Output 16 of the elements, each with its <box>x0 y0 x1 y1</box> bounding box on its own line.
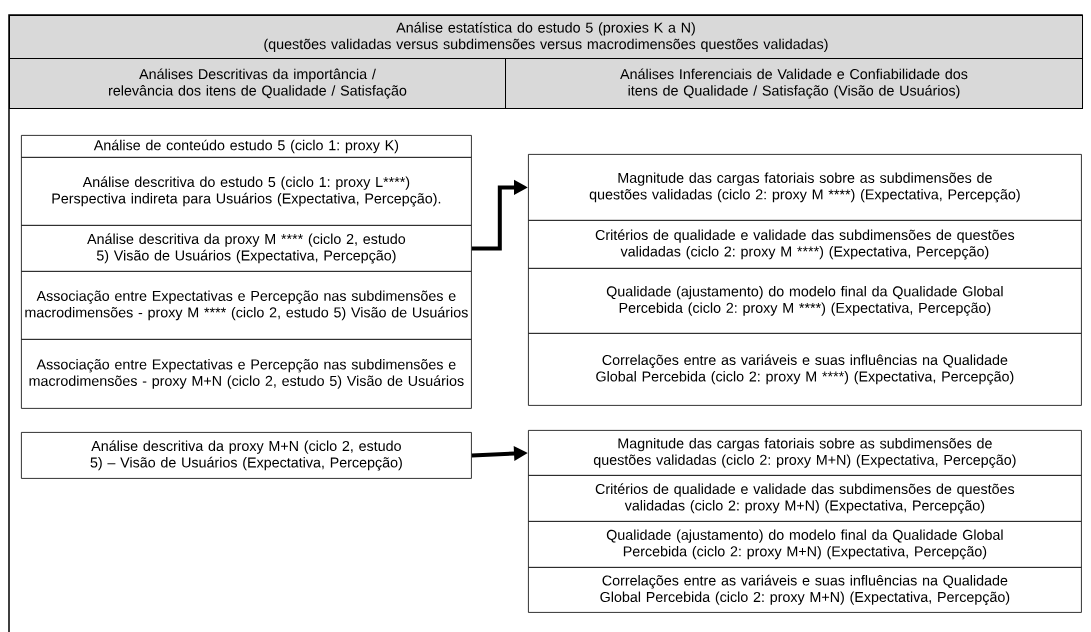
analysis-box: Magnitude das cargas fatoriais sobre as subdimensões de questões validadas (ciclo 2: proxy M ****) (Expectativa, Percepção) <box>528 154 1082 221</box>
column-header: Análises Descritivas da importância / relevância dos itens de Qualidade / Satisfação <box>9 58 506 109</box>
analysis-box: Critérios de qualidade e validade das subdimensões de questões validadas (ciclo 2: proxy M ****) (Expectativa, Percepção) <box>528 220 1082 269</box>
analysis-box: Correlações entre as variáveis e suas influências na Qualidade Global Percebida (ciclo 2: proxy M ****) (Expectativa, Percepção) <box>528 333 1082 406</box>
analysis-box: Magnitude das cargas fatoriais sobre as subdimensões de questões validadas (ciclo 2: proxy M+N) (Expectativa, Percepção) <box>528 430 1082 476</box>
analysis-box: Correlações entre as variáveis e suas influências na Qualidade Global Percebida (ciclo 2: proxy M+N) (Expectativa, Percepção) <box>528 567 1082 613</box>
analysis-box: Associação entre Expectativas e Percepção nas subdimensões e macrodimensões - proxy M **** (ciclo 2, estudo 5) Visão de Usuários <box>21 271 472 340</box>
analysis-box: Critérios de qualidade e validade das subdimensões de questões validadas (ciclo 2: proxy M+N) (Expectativa, Percepção) <box>528 475 1082 522</box>
analysis-box: Qualidade (ajustamento) do modelo final da Qualidade Global Percebida (ciclo 2: proxy M ****) (Expectativa, Percepção) <box>528 268 1082 334</box>
analysis-box: Análise descritiva da proxy M **** (ciclo 2, estudo 5) Visão de Usuários (Expectativa, Percepção) <box>21 225 472 272</box>
column-header: Análises Inferenciais de Validade e Confiabilidade dos itens de Qualidade / Satisfação (Visão de Usuários) <box>505 58 1083 109</box>
analysis-box: Análise descritiva da proxy M+N (ciclo 2, estudo 5) – Visão de Usuários (Expectativa, Percepção) <box>21 432 472 479</box>
header-band: Análise estatística do estudo 5 (proxies K a N) (questões validadas versus subdimensões versus macrodimensões questões validadas) <box>9 15 1083 59</box>
analysis-box: Associação entre Expectativas e Percepção nas subdimensões e macrodimensões - proxy M+N (ciclo 2, estudo 5) Visão de Usuários <box>21 339 472 409</box>
analysis-box: Análise de conteúdo estudo 5 (ciclo 1: proxy K) <box>21 135 472 158</box>
analysis-box: Qualidade (ajustamento) do modelo final da Qualidade Global Percebida (ciclo 2: proxy M+N) (Expectativa, Percepção) <box>528 521 1082 568</box>
